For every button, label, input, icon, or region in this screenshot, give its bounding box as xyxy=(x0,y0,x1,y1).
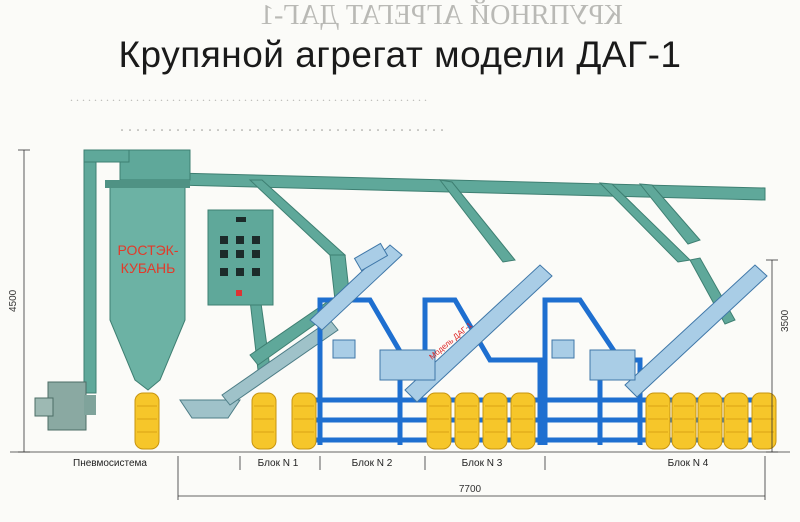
pneumatic-pipes xyxy=(83,149,766,394)
product-bag xyxy=(291,392,317,450)
ghost-text-line: . . . . . . . . . . . . . . . . . . . . … xyxy=(70,90,427,104)
block-label-2: Блок N 2 xyxy=(352,458,393,469)
svg-text:РОСТЭК-: РОСТЭК- xyxy=(118,242,179,258)
block-label-4: Блок N 4 xyxy=(668,458,709,469)
block-label-1: Блок N 1 xyxy=(258,458,299,469)
product-bag xyxy=(251,392,277,450)
product-bag xyxy=(510,392,536,450)
block-label-3: Блок N 3 xyxy=(462,458,503,469)
product-bag xyxy=(454,392,480,450)
dimension-lines xyxy=(10,149,790,500)
bags xyxy=(134,392,777,450)
fan-unit xyxy=(34,381,96,431)
height-dimension-left: 4500 xyxy=(8,289,19,312)
svg-text:КУБАНЬ: КУБАНЬ xyxy=(121,260,176,276)
length-dimension: 7700 xyxy=(459,484,482,495)
product-bag xyxy=(134,392,160,450)
intake-hopper xyxy=(179,319,339,419)
control-panel xyxy=(207,209,274,306)
product-bag xyxy=(697,392,723,450)
cyclone xyxy=(105,180,190,391)
product-bag xyxy=(723,392,749,450)
product-bag xyxy=(482,392,508,450)
page-title: Крупяной агрегат модели ДАГ-1 xyxy=(118,34,682,75)
height-dimension-right: 3500 xyxy=(780,309,791,332)
product-bag xyxy=(645,392,671,450)
block-label-pneumatic: Пневмосистема xyxy=(73,458,147,469)
mill-units xyxy=(309,242,768,403)
brand-label: РОСТЭК- КУБАНЬ xyxy=(118,242,179,276)
product-bag xyxy=(751,392,777,450)
product-bag xyxy=(671,392,697,450)
product-bag xyxy=(426,392,452,450)
